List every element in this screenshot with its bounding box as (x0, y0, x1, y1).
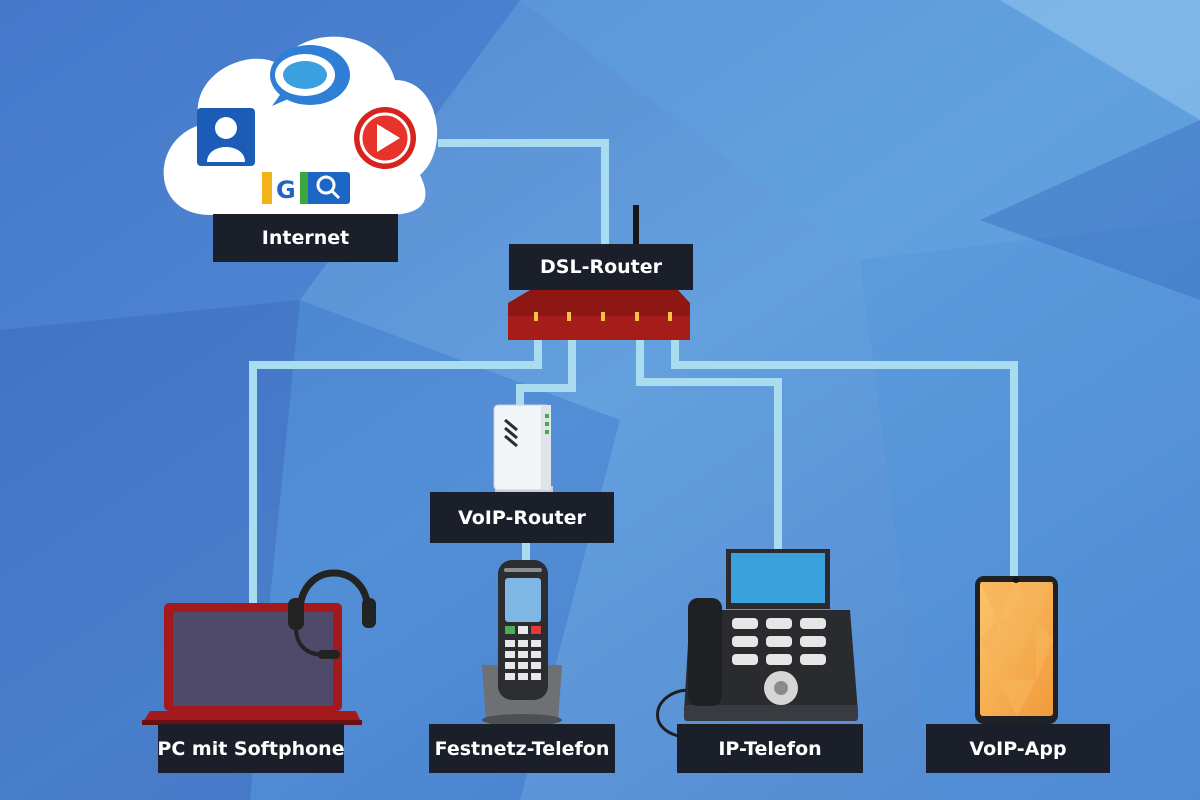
dect-phone-device (482, 560, 562, 726)
chat-bubble-icon (270, 45, 350, 106)
search-engine-icon: G (262, 172, 350, 204)
internet-label: Internet (213, 214, 398, 262)
pc-softphone-label: PC mit Softphone (157, 724, 345, 773)
voip-router-device (493, 404, 553, 494)
smartphone-device (975, 576, 1058, 724)
connector-internet-dsl (438, 139, 609, 245)
internet-cloud: G (163, 36, 438, 215)
dsl-router-label: DSL-Router (509, 244, 693, 290)
voip-router-label: VoIP-Router (430, 492, 614, 543)
play-button-icon (354, 107, 416, 169)
connector-dsl-voip-app (671, 340, 1018, 578)
ip-telefon-label: IP-Telefon (677, 724, 863, 773)
festnetz-telefon-label: Festnetz-Telefon (429, 724, 615, 773)
user-profile-icon (197, 108, 255, 166)
search-engine-letter: G (276, 176, 296, 204)
connector-dsl-voip-router (516, 340, 576, 405)
voip-app-label: VoIP-App (926, 724, 1110, 773)
connector-dsl-ip-phone (636, 340, 782, 550)
headset-icon (288, 569, 376, 659)
connector-dsl-pc (249, 340, 542, 608)
connection-lines (249, 139, 1018, 608)
ip-phone-device (656, 549, 858, 740)
laptop-device (142, 569, 376, 725)
